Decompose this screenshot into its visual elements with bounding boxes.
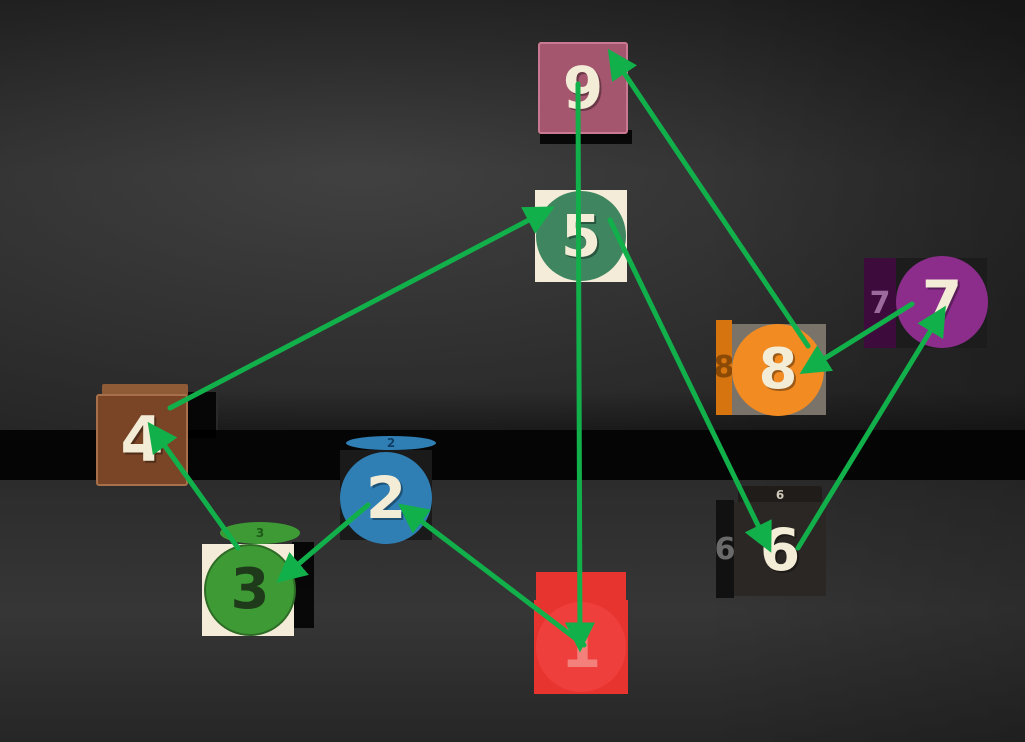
block-8-label: 8 [758,337,798,402]
block-5-label: 5 [560,202,602,270]
block-2-top: 2 [346,436,436,450]
number-block-5[interactable]: 5 [535,190,627,282]
block-7-side: 7 [864,258,896,348]
block-5-face: 5 [535,190,627,282]
number-block-7[interactable]: 7 7 [864,256,988,348]
number-block-6[interactable]: 6 6 6 [716,486,826,598]
block-2-label: 2 [365,464,407,532]
number-block-2[interactable]: 2 2 [340,436,436,546]
block-3-label: 3 [230,557,270,622]
block-1-label: 1 [560,613,602,681]
number-block-4[interactable]: 4 [96,384,216,486]
block-6-label: 6 [759,516,801,584]
block-1-disk: 1 [536,602,626,692]
number-block-9[interactable]: 9 [538,42,632,144]
block-4-label: 4 [120,403,164,476]
block-6-side: 6 [716,500,734,598]
block-8-side: 8 [716,320,732,415]
block-7-disk: 7 [896,256,988,348]
block-4-face: 4 [96,394,188,486]
block-9-label: 9 [562,54,604,122]
block-2-disk: 2 [340,452,432,544]
number-block-1[interactable]: 1 [534,572,628,694]
block-7-label: 7 [921,268,963,336]
number-block-8[interactable]: 8 8 [716,320,826,416]
block-6-disk: 6 [734,504,826,596]
number-block-3[interactable]: 3 3 [202,522,314,636]
block-9-face: 9 [538,42,628,134]
block-3-disk: 3 [204,544,296,636]
block-3-top: 3 [220,522,300,544]
block-8-disk: 8 [732,324,824,416]
